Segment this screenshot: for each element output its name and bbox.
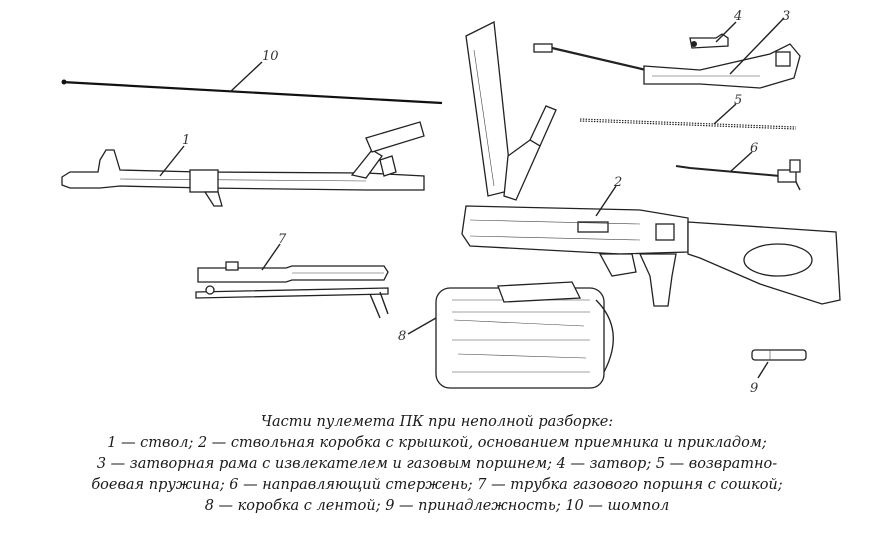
- leader-9: [757, 361, 769, 379]
- disassembly-diagram: 10 1 7: [61, 9, 841, 396]
- caption-title: Части пулемета ПК при неполной разборке:: [260, 414, 614, 430]
- leader-2: [595, 185, 617, 217]
- part-2-receiver-with-stock: [461, 20, 841, 307]
- label-4: 4: [733, 9, 742, 24]
- leader-4: [715, 21, 737, 43]
- leader-8: [407, 317, 437, 335]
- label-2: 2: [613, 175, 622, 190]
- part-6-guide-rod: [675, 159, 801, 191]
- part-5-return-spring: [579, 118, 797, 130]
- part-4-bolt: [689, 33, 729, 49]
- part-1-barrel: [61, 121, 425, 207]
- leader-3: [729, 17, 785, 75]
- leader-10: [229, 61, 263, 93]
- figure-caption: Части пулемета ПК при неполной разборке:…: [0, 412, 874, 517]
- leader-6: [729, 151, 753, 173]
- caption-line-2: 3 — затворная рама с извлекателем и газо…: [96, 456, 778, 472]
- label-5: 5: [734, 93, 742, 108]
- label-6: 6: [750, 141, 758, 156]
- label-8: 8: [398, 329, 406, 344]
- label-7: 7: [278, 232, 287, 247]
- leader-1: [159, 145, 185, 177]
- leader-7: [261, 243, 281, 271]
- label-1: 1: [182, 133, 190, 148]
- label-3: 3: [782, 9, 790, 24]
- part-8-ammo-box: [435, 281, 614, 389]
- caption-line-1: 1 — ствол; 2 — ствольная коробка с крышк…: [107, 435, 767, 451]
- part-9-accessory: [751, 349, 807, 361]
- label-10: 10: [262, 49, 279, 64]
- part-3-bolt-carrier: [533, 43, 801, 89]
- leader-5: [713, 103, 737, 125]
- caption-line-4: 8 — коробка с лентой; 9 — принадлежность…: [204, 498, 670, 514]
- part-10-cleaning-rod: [61, 79, 443, 105]
- part-7-gas-tube-bipod: [195, 261, 389, 319]
- caption-line-3: боевая пружина; 6 — направляющий стержен…: [91, 477, 783, 493]
- label-9: 9: [750, 381, 758, 396]
